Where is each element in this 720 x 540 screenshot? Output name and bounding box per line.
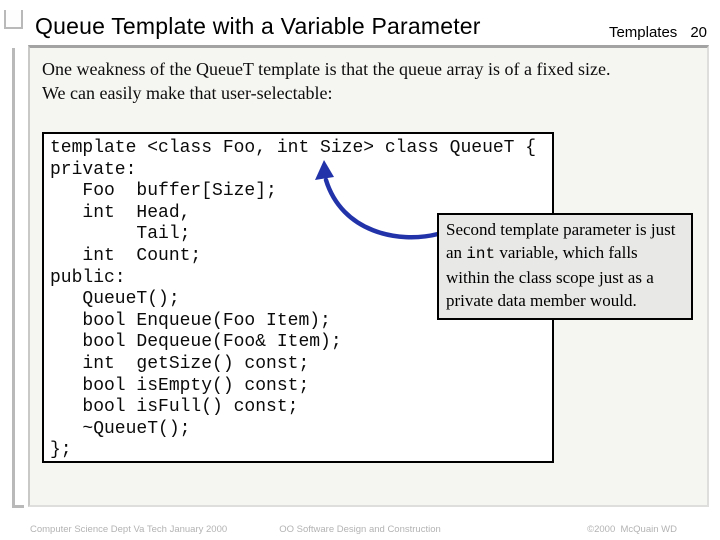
page-number: 20 [690, 24, 707, 41]
footer: Computer Science Dept Va Tech January 20… [0, 524, 720, 538]
page-reference: Templates 20 [609, 24, 707, 41]
callout-text-after: variable, which falls within the class s… [446, 243, 654, 310]
left-bracket-ornament [12, 48, 24, 508]
callout-code-word: int [466, 245, 496, 263]
slide-title: Queue Template with a Variable Parameter [35, 13, 481, 39]
intro-text: One weakness of the QueueT template is t… [42, 59, 611, 103]
footer-center-text: OO Software Design and Construction [279, 524, 441, 535]
callout-box: Second template parameter is just an int… [437, 213, 693, 320]
footer-left-text: Computer Science Dept Va Tech January 20… [30, 524, 228, 535]
callout-text-before: Second template parameter is just an [446, 220, 676, 262]
footer-copyright-text: ©2000 McQuain WD [587, 524, 677, 535]
section-label: Templates [608, 24, 678, 41]
corner-square-ornament [4, 10, 23, 29]
